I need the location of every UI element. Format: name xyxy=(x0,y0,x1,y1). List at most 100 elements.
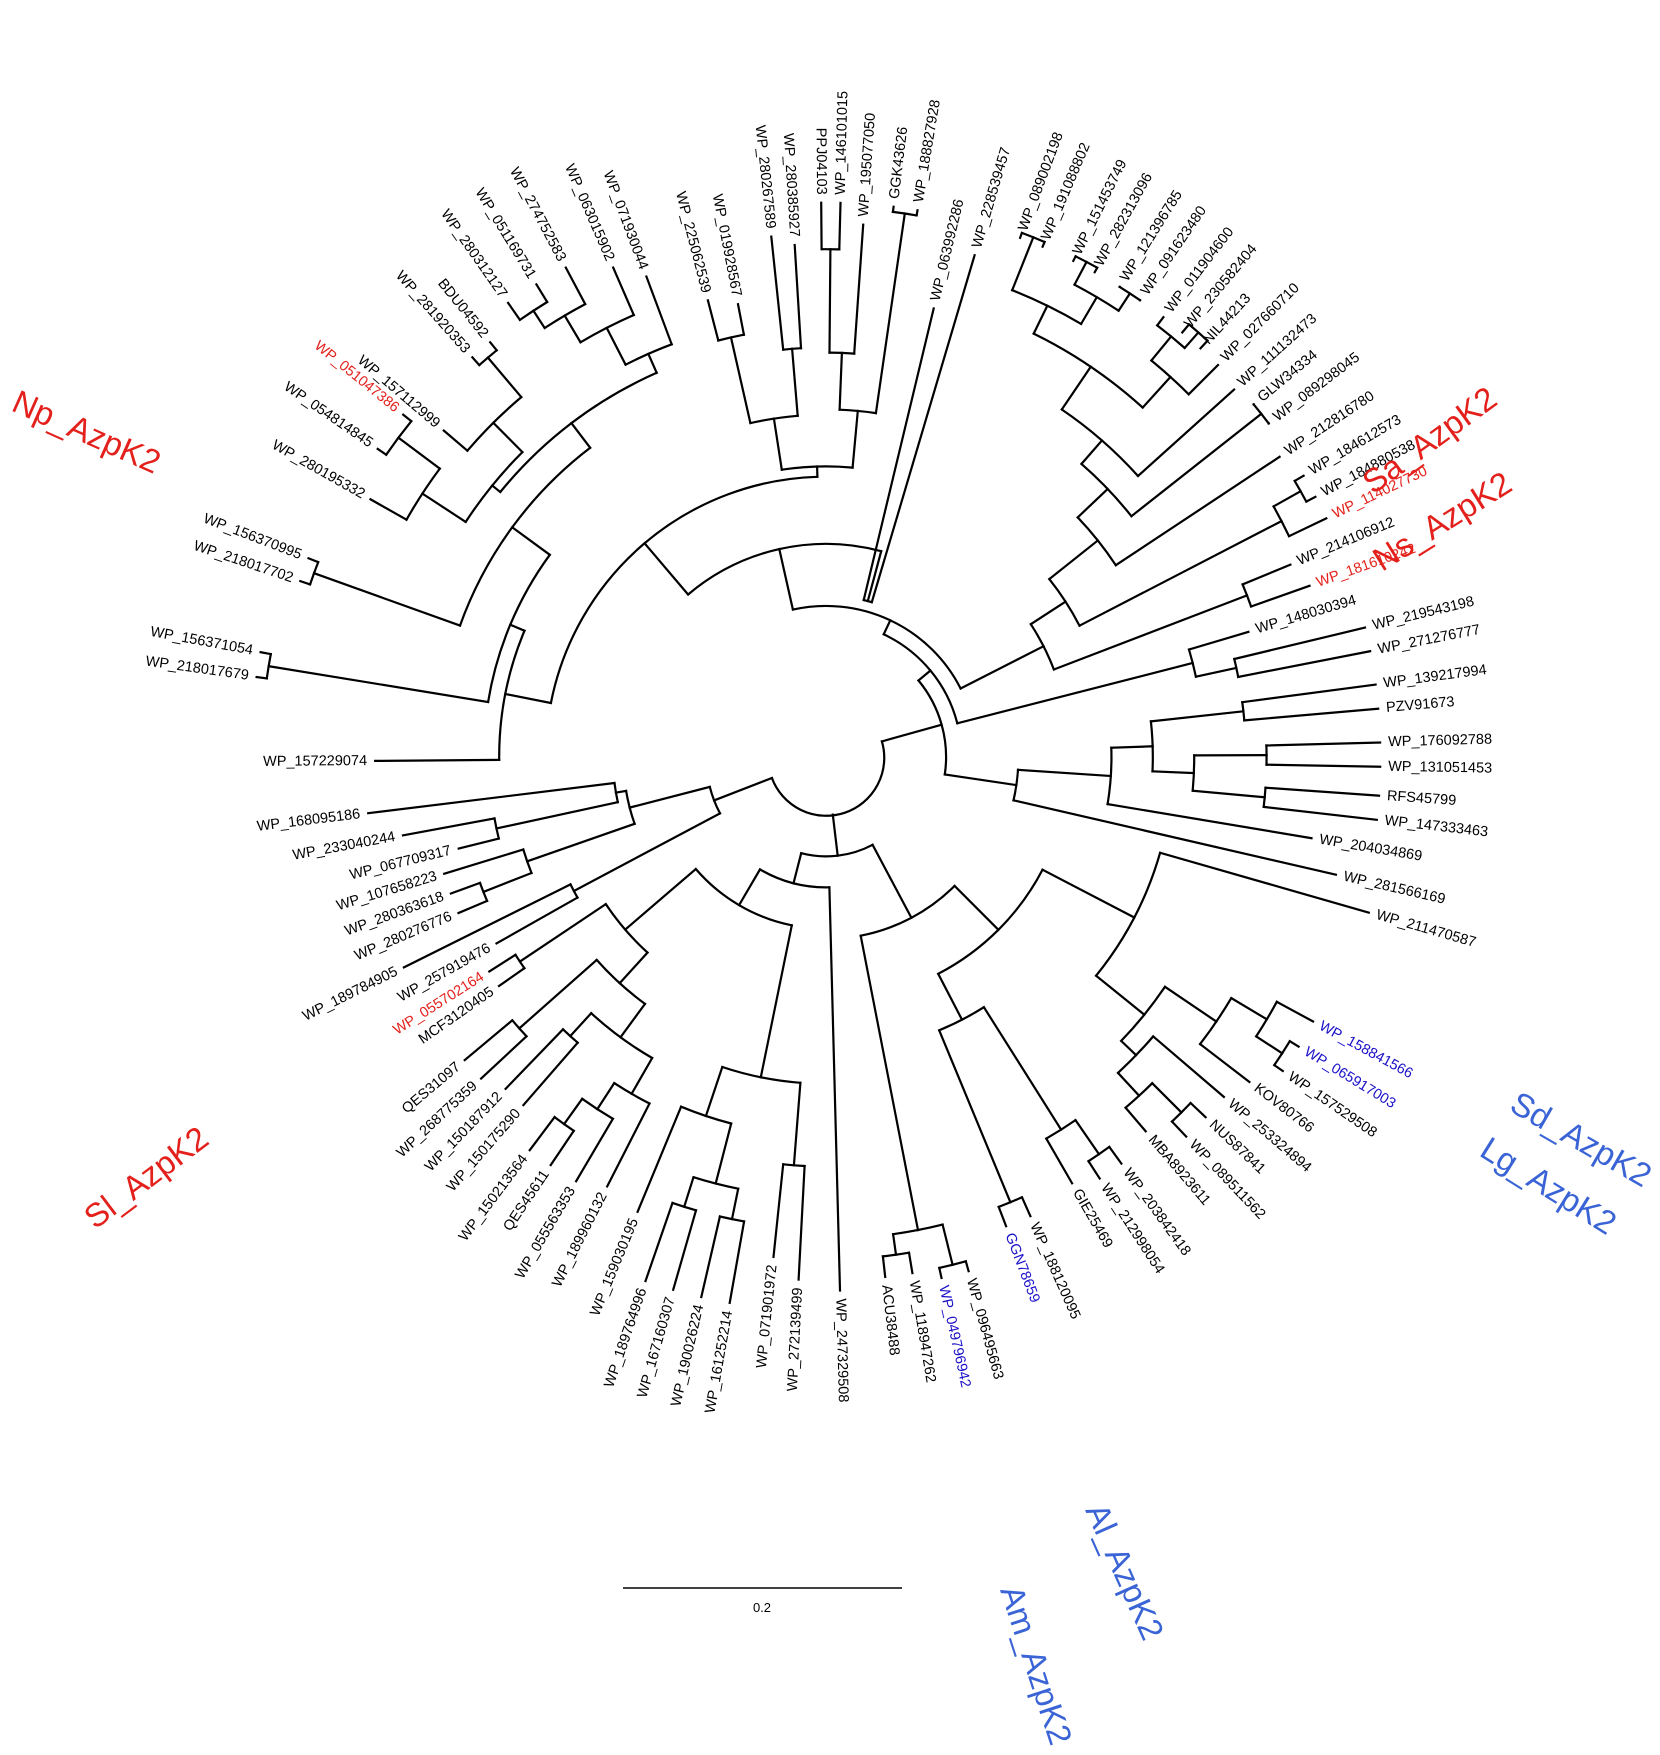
leaf-branch xyxy=(828,886,842,1292)
internal-branch xyxy=(562,1097,584,1126)
branch-arc xyxy=(679,1105,733,1125)
branch-arc xyxy=(1106,746,1113,806)
internal-branch xyxy=(859,934,920,1232)
leaf-label: GGK43626 xyxy=(887,126,912,200)
branch-arc xyxy=(1198,996,1233,1046)
internal-branch xyxy=(518,902,608,964)
leaf-label: WP_161252214 xyxy=(702,1309,736,1414)
leaf-branch xyxy=(1189,1101,1208,1119)
internal-branch xyxy=(737,867,762,907)
branch-arc xyxy=(1254,1000,1279,1038)
internal-branch xyxy=(851,409,859,469)
leaf-label: WP_176092788 xyxy=(1388,732,1492,751)
clade-label: Al_AzpK2 xyxy=(1079,1498,1172,1645)
internal-branch xyxy=(1191,789,1266,799)
clade-label: Am_AzpK2 xyxy=(993,1581,1079,1749)
internal-branch xyxy=(510,525,552,557)
leaf-branch xyxy=(997,1205,1008,1228)
internal-branch xyxy=(1047,538,1100,581)
branch-arc xyxy=(464,450,524,524)
leaf-branch xyxy=(401,413,413,423)
internal-branch xyxy=(563,314,583,344)
leaf-label: WP_049796942 xyxy=(935,1284,973,1389)
branch-arc xyxy=(1119,985,1167,1043)
branch-arc xyxy=(595,958,647,1006)
internal-branch xyxy=(871,843,913,920)
internal-branch xyxy=(1029,600,1068,626)
internal-branch xyxy=(595,1081,616,1111)
internal-branch xyxy=(729,336,752,425)
internal-branch xyxy=(1041,868,1136,919)
leaf-branch xyxy=(1243,707,1380,722)
leaf-branch xyxy=(1293,474,1306,483)
internal-branch xyxy=(1116,1071,1141,1098)
branch-arc xyxy=(882,632,959,725)
branch-arc xyxy=(1293,479,1308,504)
leaf-label: WP_218017679 xyxy=(145,654,250,684)
internal-branch xyxy=(880,723,943,743)
leaf-branch xyxy=(1107,1145,1123,1166)
branch-arc xyxy=(1032,332,1145,410)
branch-arc xyxy=(578,313,636,344)
leaf-label: WP_071901972 xyxy=(754,1264,781,1369)
branch-arc xyxy=(828,351,856,355)
leaf-branch xyxy=(1158,851,1371,914)
leaf-label: WP_228539457 xyxy=(969,146,1014,250)
leaf-label: PZV91673 xyxy=(1386,694,1456,716)
internal-branch xyxy=(1119,1039,1138,1057)
branch-arc xyxy=(997,1195,1024,1209)
internal-branch xyxy=(831,813,839,857)
branch-arc xyxy=(1262,786,1267,809)
leaf-branch xyxy=(1198,1042,1251,1084)
branch-arc xyxy=(916,678,948,776)
branch-arc xyxy=(589,1011,654,1060)
leaf-branch xyxy=(564,266,587,306)
leaf-branch xyxy=(1288,1039,1301,1049)
leaf-branch xyxy=(1304,495,1317,504)
leaf-branch xyxy=(1114,455,1282,567)
leaf-label: WP_147333463 xyxy=(1384,813,1489,841)
branch-arc xyxy=(477,348,499,367)
leaf-branch xyxy=(457,899,489,915)
tree-leaf-labels: WP_280312127WP_051169731WP_274752583WP_0… xyxy=(145,91,1493,1415)
leaf-branch xyxy=(487,953,518,974)
internal-branch xyxy=(1272,489,1303,508)
branch-arc xyxy=(720,1065,802,1084)
leaf-label: WP_190026224 xyxy=(668,1303,707,1408)
leaf-branch xyxy=(1232,626,1367,661)
scale-bar-label: 0.2 xyxy=(753,1600,771,1615)
leaf-branch xyxy=(1275,1000,1315,1023)
internal-branch xyxy=(937,1028,1012,1204)
branch-arc xyxy=(1094,851,1162,978)
internal-branch xyxy=(882,618,892,636)
branch-arc xyxy=(1010,288,1083,326)
leaf-branch xyxy=(1272,1063,1285,1073)
leaf-label: WP_272139499 xyxy=(785,1287,806,1392)
branch-arc xyxy=(384,419,413,457)
scale-bar: 0.2 xyxy=(623,1587,902,1615)
leaf-label: WP_146101015 xyxy=(833,91,852,195)
leaf-branch xyxy=(1265,741,1382,747)
leaf-branch xyxy=(736,302,746,336)
branch-arc xyxy=(1155,323,1187,350)
internal-branch xyxy=(504,692,553,705)
tree-branches xyxy=(255,201,1382,1305)
internal-branch xyxy=(936,972,964,1022)
leaf-label: ACU38488 xyxy=(878,1284,902,1356)
leaf-branch xyxy=(1262,805,1379,822)
internal-branch xyxy=(1151,770,1195,775)
leaf-label: WP_188120095 xyxy=(1026,1220,1083,1322)
branch-arc xyxy=(1044,1118,1078,1141)
branch-arc xyxy=(781,1163,806,1168)
branch-arc xyxy=(405,467,442,522)
leaf-branch xyxy=(1071,254,1078,263)
leaf-label: WP_281566169 xyxy=(1342,869,1447,908)
branch-arc xyxy=(936,868,1044,976)
leaf-branch xyxy=(797,1164,806,1281)
leaf-branch xyxy=(793,243,803,350)
leaf-branch xyxy=(1136,387,1236,478)
leaf-branch xyxy=(1106,802,1313,840)
branch-arc xyxy=(708,785,722,815)
branch-arc xyxy=(1060,407,1140,478)
internal-branch xyxy=(682,1175,695,1209)
